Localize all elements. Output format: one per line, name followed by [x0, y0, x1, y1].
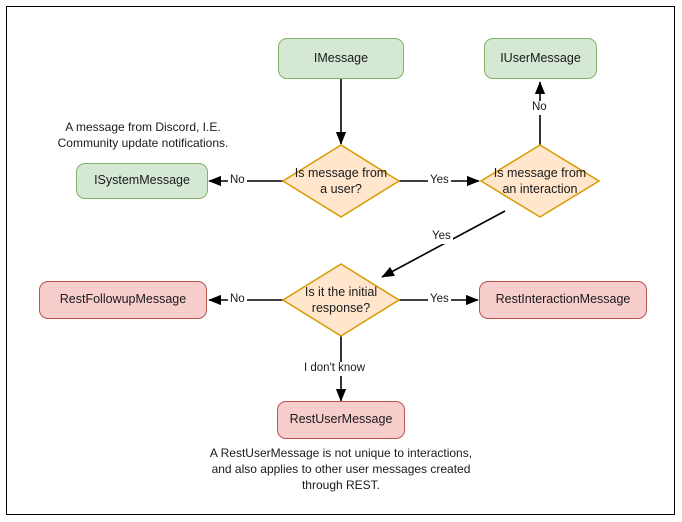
node-rest-interaction-message[interactable]: RestInteractionMessage [479, 281, 647, 319]
node-rest-followup-message[interactable]: RestFollowupMessage [39, 281, 207, 319]
node-rest-user-message[interactable]: RestUserMessage [277, 401, 405, 439]
node-imessage[interactable]: IMessage [278, 38, 404, 79]
edge-label-user-no: No [228, 174, 247, 188]
edge-label-user-yes: Yes [428, 174, 451, 188]
edge-label-initial-no: No [228, 293, 247, 307]
edge-label-initial-unknown: I don't know [302, 362, 368, 376]
decision-initial[interactable]: Is it the initial response? [283, 264, 399, 336]
node-isystemmessage[interactable]: ISystemMessage [76, 163, 208, 199]
decision-interaction-shape[interactable] [479, 144, 601, 218]
note-rest-user-message: A RestUserMessage is not unique to inter… [209, 446, 473, 493]
decision-user-shape[interactable] [281, 144, 401, 218]
edge-decision-interaction-yes-to-decision-initial [381, 210, 506, 278]
decision-initial-label: Is it the initial response? [304, 284, 378, 315]
decision-initial-shape[interactable] [281, 263, 401, 337]
decision-interaction-label: Is message from an interaction [493, 165, 587, 196]
decision-user[interactable]: Is message from a user? [283, 145, 399, 217]
edge-label-initial-yes: Yes [428, 293, 451, 307]
edge-label-interaction-yes: Yes [430, 230, 453, 244]
note-isystemmessage: A message from Discord, I.E. Community u… [57, 120, 229, 151]
node-iusermessage[interactable]: IUserMessage [484, 38, 597, 79]
decision-interaction[interactable]: Is message from an interaction [481, 145, 599, 217]
decision-user-label: Is message from a user? [294, 165, 388, 196]
edge-label-interaction-no: No [530, 101, 549, 115]
